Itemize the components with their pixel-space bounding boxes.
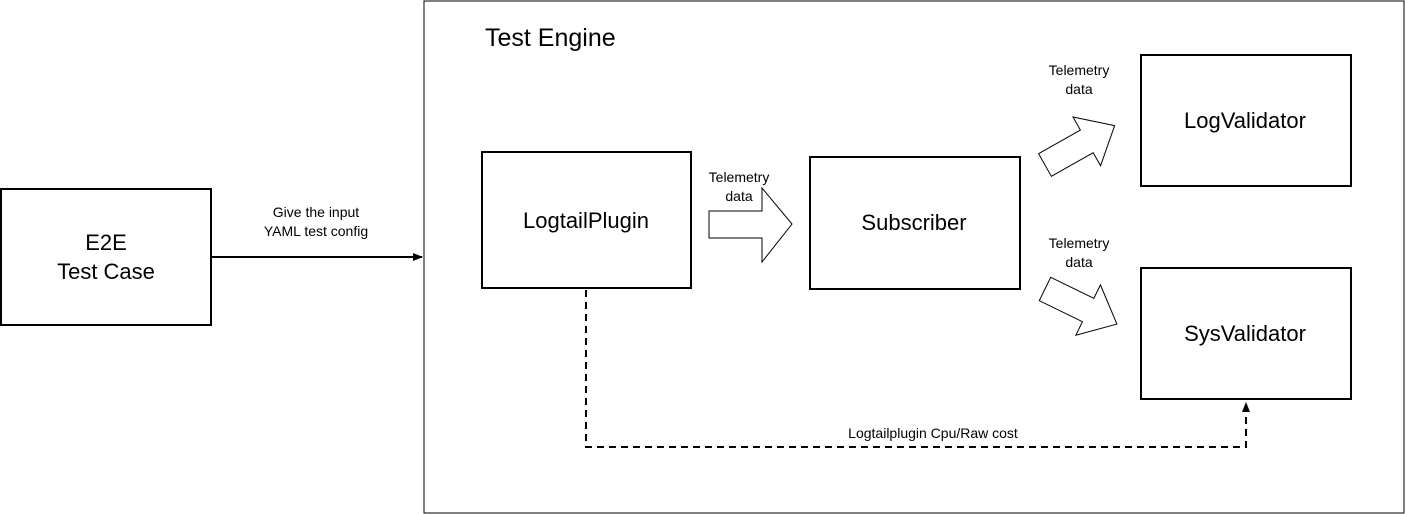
log-validator-node: LogValidator	[1140, 54, 1352, 187]
telemetry-label-3-line1: Telemetry	[1049, 235, 1110, 251]
subscriber-label: Subscriber	[861, 210, 966, 235]
telemetry-label-1-line2: data	[725, 188, 752, 204]
telemetry-label-1-line1: Telemetry	[709, 169, 770, 185]
input-label-line1: Give the input	[273, 204, 359, 220]
telemetry-block-arrow-sys	[1038, 276, 1118, 336]
sys-validator-label: SysValidator	[1184, 321, 1306, 346]
logtail-plugin-node: LogtailPlugin	[481, 151, 692, 289]
cost-dashed-connector	[585, 290, 1250, 448]
cost-label: Logtailplugin Cpu/Raw cost	[848, 425, 1018, 441]
input-label-line2: YAML test config	[264, 223, 368, 239]
telemetry-label-3-line2: data	[1065, 254, 1092, 270]
e2e-node-line2: Test Case	[57, 259, 155, 284]
test-engine-title: Test Engine	[485, 24, 616, 52]
telemetry-label-2-line1: Telemetry	[1049, 62, 1110, 78]
logtail-plugin-label: LogtailPlugin	[523, 208, 649, 233]
subscriber-node: Subscriber	[809, 156, 1021, 290]
telemetry-label-2-line2: data	[1065, 81, 1092, 97]
log-validator-label: LogValidator	[1184, 108, 1306, 133]
sys-validator-node: SysValidator	[1140, 267, 1352, 400]
e2e-node-line1: E2E	[85, 230, 127, 255]
telemetry-block-arrow-log	[1037, 116, 1116, 177]
telemetry-block-arrow	[708, 186, 793, 264]
e2e-test-case-node: E2E Test Case	[0, 188, 212, 326]
